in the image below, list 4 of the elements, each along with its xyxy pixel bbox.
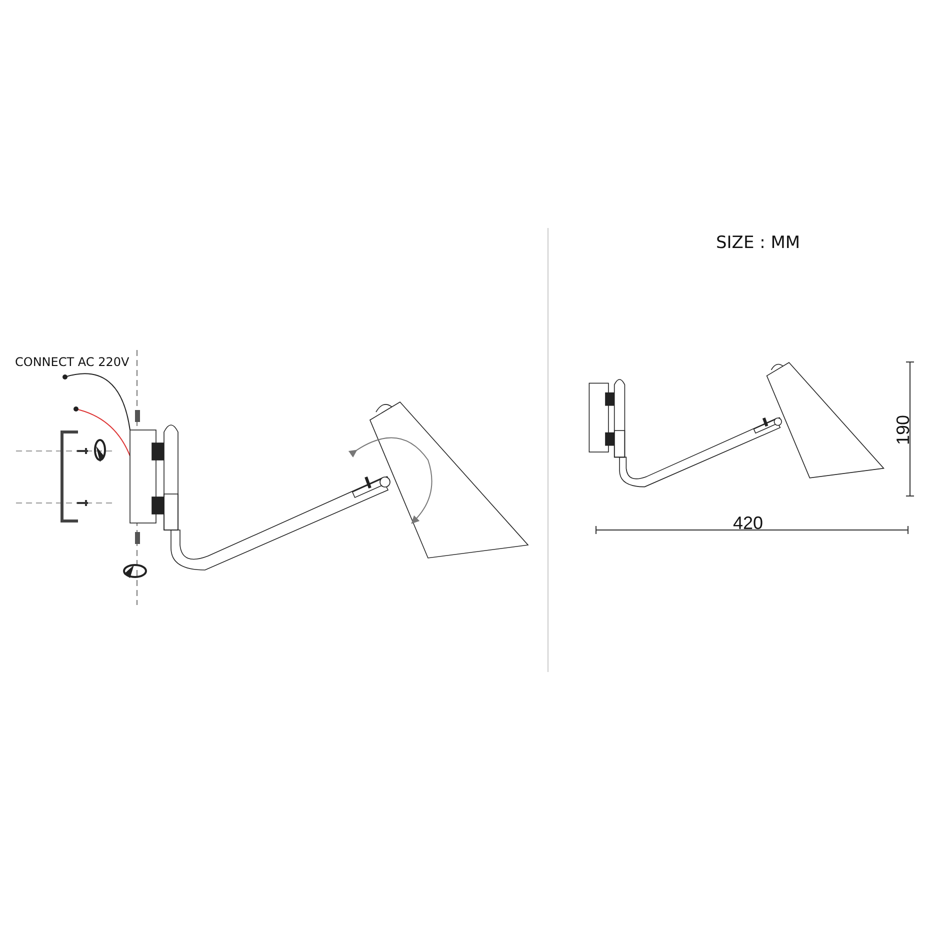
dimension-label: 190	[894, 414, 912, 446]
dimension-label: 420	[733, 514, 764, 532]
unit-note: SIZE : MM	[716, 235, 800, 252]
wiring-note: CONNECT AC 220V	[15, 356, 130, 368]
